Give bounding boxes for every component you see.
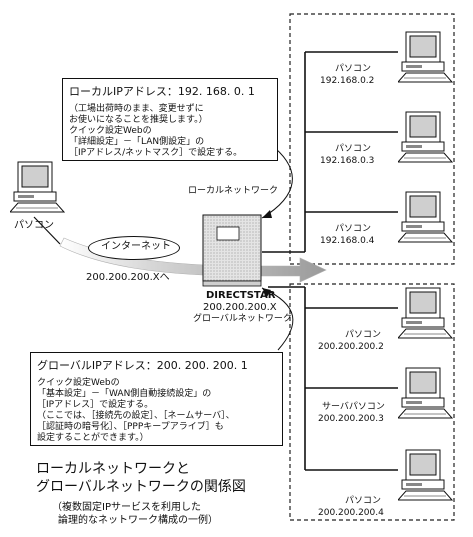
pc-name: パソコン [345, 496, 382, 506]
server-pc-name: サーバパソコン [322, 402, 385, 412]
internet-label: インターネット [101, 241, 171, 252]
router-ip: 200.200.200.X [203, 302, 277, 313]
internet-destination: 200.200.200.Xへ [86, 272, 170, 283]
pc-name: パソコン [335, 64, 372, 74]
pc-name: パソコン [345, 330, 382, 340]
local-ip-callout: ローカルIPアドレス：192. 168. 0. 1 （工場出荷時のまま、変更せず… [62, 78, 278, 161]
router-name: DIRECTSTAR [206, 290, 276, 301]
local-network-boundary [289, 13, 455, 265]
callout-line: 「基本設定」－「WAN側自動接続設定」の [37, 389, 212, 399]
global-network-label: グローバルネットワーク [193, 314, 292, 324]
computer-icon [398, 449, 454, 501]
callout-line: ［IPアドレス］で設定する。 [37, 400, 154, 410]
pc-ip: 192.168.0.3 [320, 156, 375, 166]
callout-line: ［IPアドレス/ネットマスク］で設定する。 [69, 148, 243, 158]
pc-ip: 192.168.0.2 [320, 76, 375, 86]
diagram-subtitle-line2: 論理的なネットワーク構成の一例） [58, 515, 218, 526]
computer-icon [398, 31, 454, 83]
diagram-title-line1: ローカルネットワークと [36, 461, 190, 477]
callout-line: ［認証時の暗号化］、［PPPキープアライブ］も [37, 422, 224, 432]
global-ip-callout: グローバルIPアドレス：200. 200. 200. 1 クイック設定Webの … [30, 352, 283, 446]
local-ip-pointer [261, 147, 293, 219]
computer-icon [398, 111, 454, 163]
pc-ip: 192.168.0.4 [320, 236, 375, 246]
computer-icon [398, 367, 454, 419]
pc-ip: 200.200.200.3 [318, 414, 384, 424]
callout-line: 設定することができます。） [37, 433, 149, 443]
pc-name: パソコン [335, 144, 372, 154]
diagram-title-line2: グローバルネットワークの関係図 [36, 479, 246, 495]
callout-line: 「詳細設定」－「LAN側設定」の [69, 137, 205, 147]
global-ip-title: グローバルIPアドレス：200. 200. 200. 1 [37, 359, 248, 372]
router-body [202, 214, 262, 282]
diagram-subtitle-line1: （複数固定IPサービスを利用した [52, 502, 201, 513]
computer-icon [10, 161, 66, 213]
left-pc-label: パソコン [14, 220, 54, 231]
callout-line: お使いになることを推奨します。） [69, 115, 208, 125]
pc-ip: 200.200.200.2 [318, 342, 384, 352]
global-ip-pointer [261, 287, 294, 351]
local-network-label: ローカルネットワーク [188, 186, 279, 196]
callout-line: （ここでは、［接続先の設定］、［ネームサーバ］、 [37, 411, 235, 421]
computer-icon [398, 287, 454, 339]
internet-badge: インターネット [88, 236, 180, 260]
pc-ip: 200.200.200.4 [318, 508, 384, 518]
local-ip-title: ローカルIPアドレス：192. 168. 0. 1 [69, 85, 255, 98]
callout-line: クイック設定Webの [37, 378, 120, 388]
callout-line: クイック設定Webの [69, 126, 152, 136]
callout-line: （工場出荷時のまま、変更せずに [69, 104, 204, 114]
computer-icon [398, 191, 454, 243]
pc-name: パソコン [335, 224, 372, 234]
global-network-boundary [289, 283, 455, 521]
